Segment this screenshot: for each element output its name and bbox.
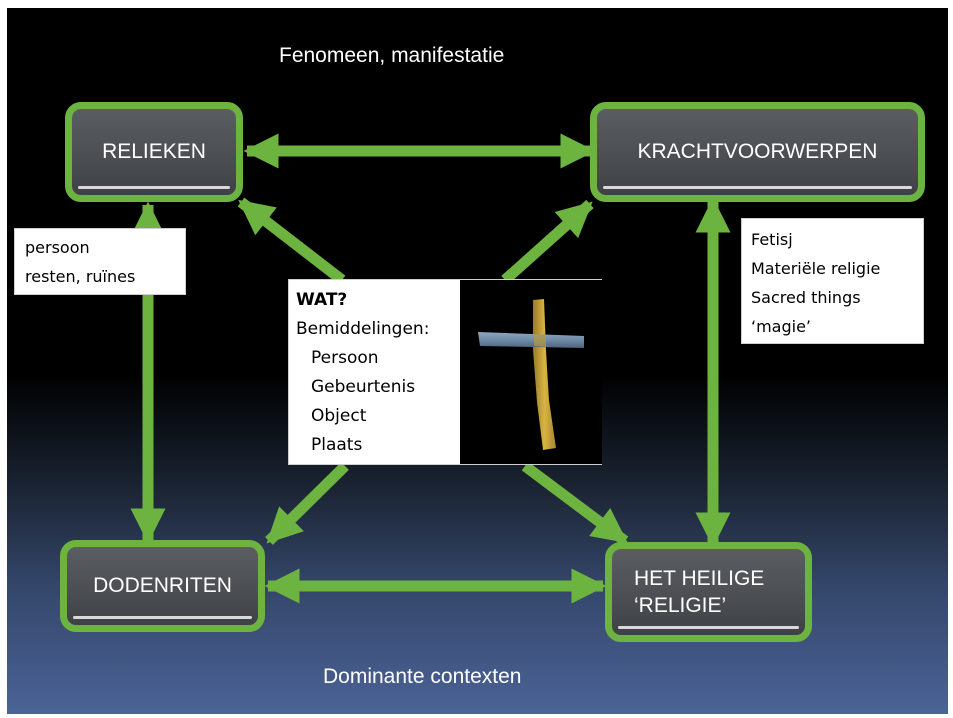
arrow-layer — [130, 133, 731, 604]
note-left: persoon resten, ruïnes — [14, 228, 186, 295]
note-right-line: Sacred things — [751, 288, 861, 307]
node-het-heilige: HET HEILIGE ‘RELIGIE’ — [605, 542, 812, 642]
center-card-text: WAT? Bemiddelingen: Persoon Gebeurtenis … — [296, 286, 429, 460]
cross-icon — [478, 299, 584, 450]
node-dodenriten: DODENRITEN — [60, 540, 265, 632]
center-card-item: Plaats — [311, 435, 363, 455]
top-heading: Fenomeen, manifestatie — [279, 44, 505, 67]
node-relieken: RELIEKEN — [65, 102, 243, 202]
node-krachtvoorwerpen-label: KRACHTVOORWERPEN — [637, 140, 878, 163]
center-card-title: WAT? — [296, 290, 348, 310]
center-card-item: Gebeurtenis — [311, 377, 416, 397]
node-dodenriten-label: DODENRITEN — [93, 574, 232, 597]
arrow-center-to-dodenriten — [265, 462, 349, 545]
note-right-line: Materiële religie — [751, 259, 881, 278]
arrow-center-to-relieken — [237, 197, 346, 285]
node-het-heilige-line-1: HET HEILIGE — [634, 567, 765, 590]
arrow-center-to-heilige — [521, 461, 629, 546]
arrow-center-to-krachtvoorwerpen — [501, 199, 594, 285]
center-card: WAT? Bemiddelingen: Persoon Gebeurtenis … — [288, 279, 602, 465]
note-right: Fetisj Materiële religie Sacred things ‘… — [741, 218, 924, 344]
node-relieken-label: RELIEKEN — [102, 140, 206, 163]
slide: Fenomeen, manifestatie RELIEKEN KRACHTVO… — [7, 8, 948, 714]
center-card-item: Persoon — [311, 348, 379, 368]
node-krachtvoorwerpen: KRACHTVOORWERPEN — [590, 102, 925, 202]
note-left-line: persoon — [25, 238, 90, 257]
note-right-line: ‘magie’ — [751, 317, 812, 336]
center-card-subtitle: Bemiddelingen: — [296, 319, 430, 339]
note-right-line: Fetisj — [751, 230, 793, 249]
cross-photo — [460, 280, 602, 464]
center-card-item: Object — [311, 406, 367, 426]
note-left-line: resten, ruïnes — [25, 267, 136, 286]
node-het-heilige-line-2: ‘RELIGIE’ — [634, 594, 727, 617]
bottom-heading: Dominante contexten — [323, 665, 522, 688]
